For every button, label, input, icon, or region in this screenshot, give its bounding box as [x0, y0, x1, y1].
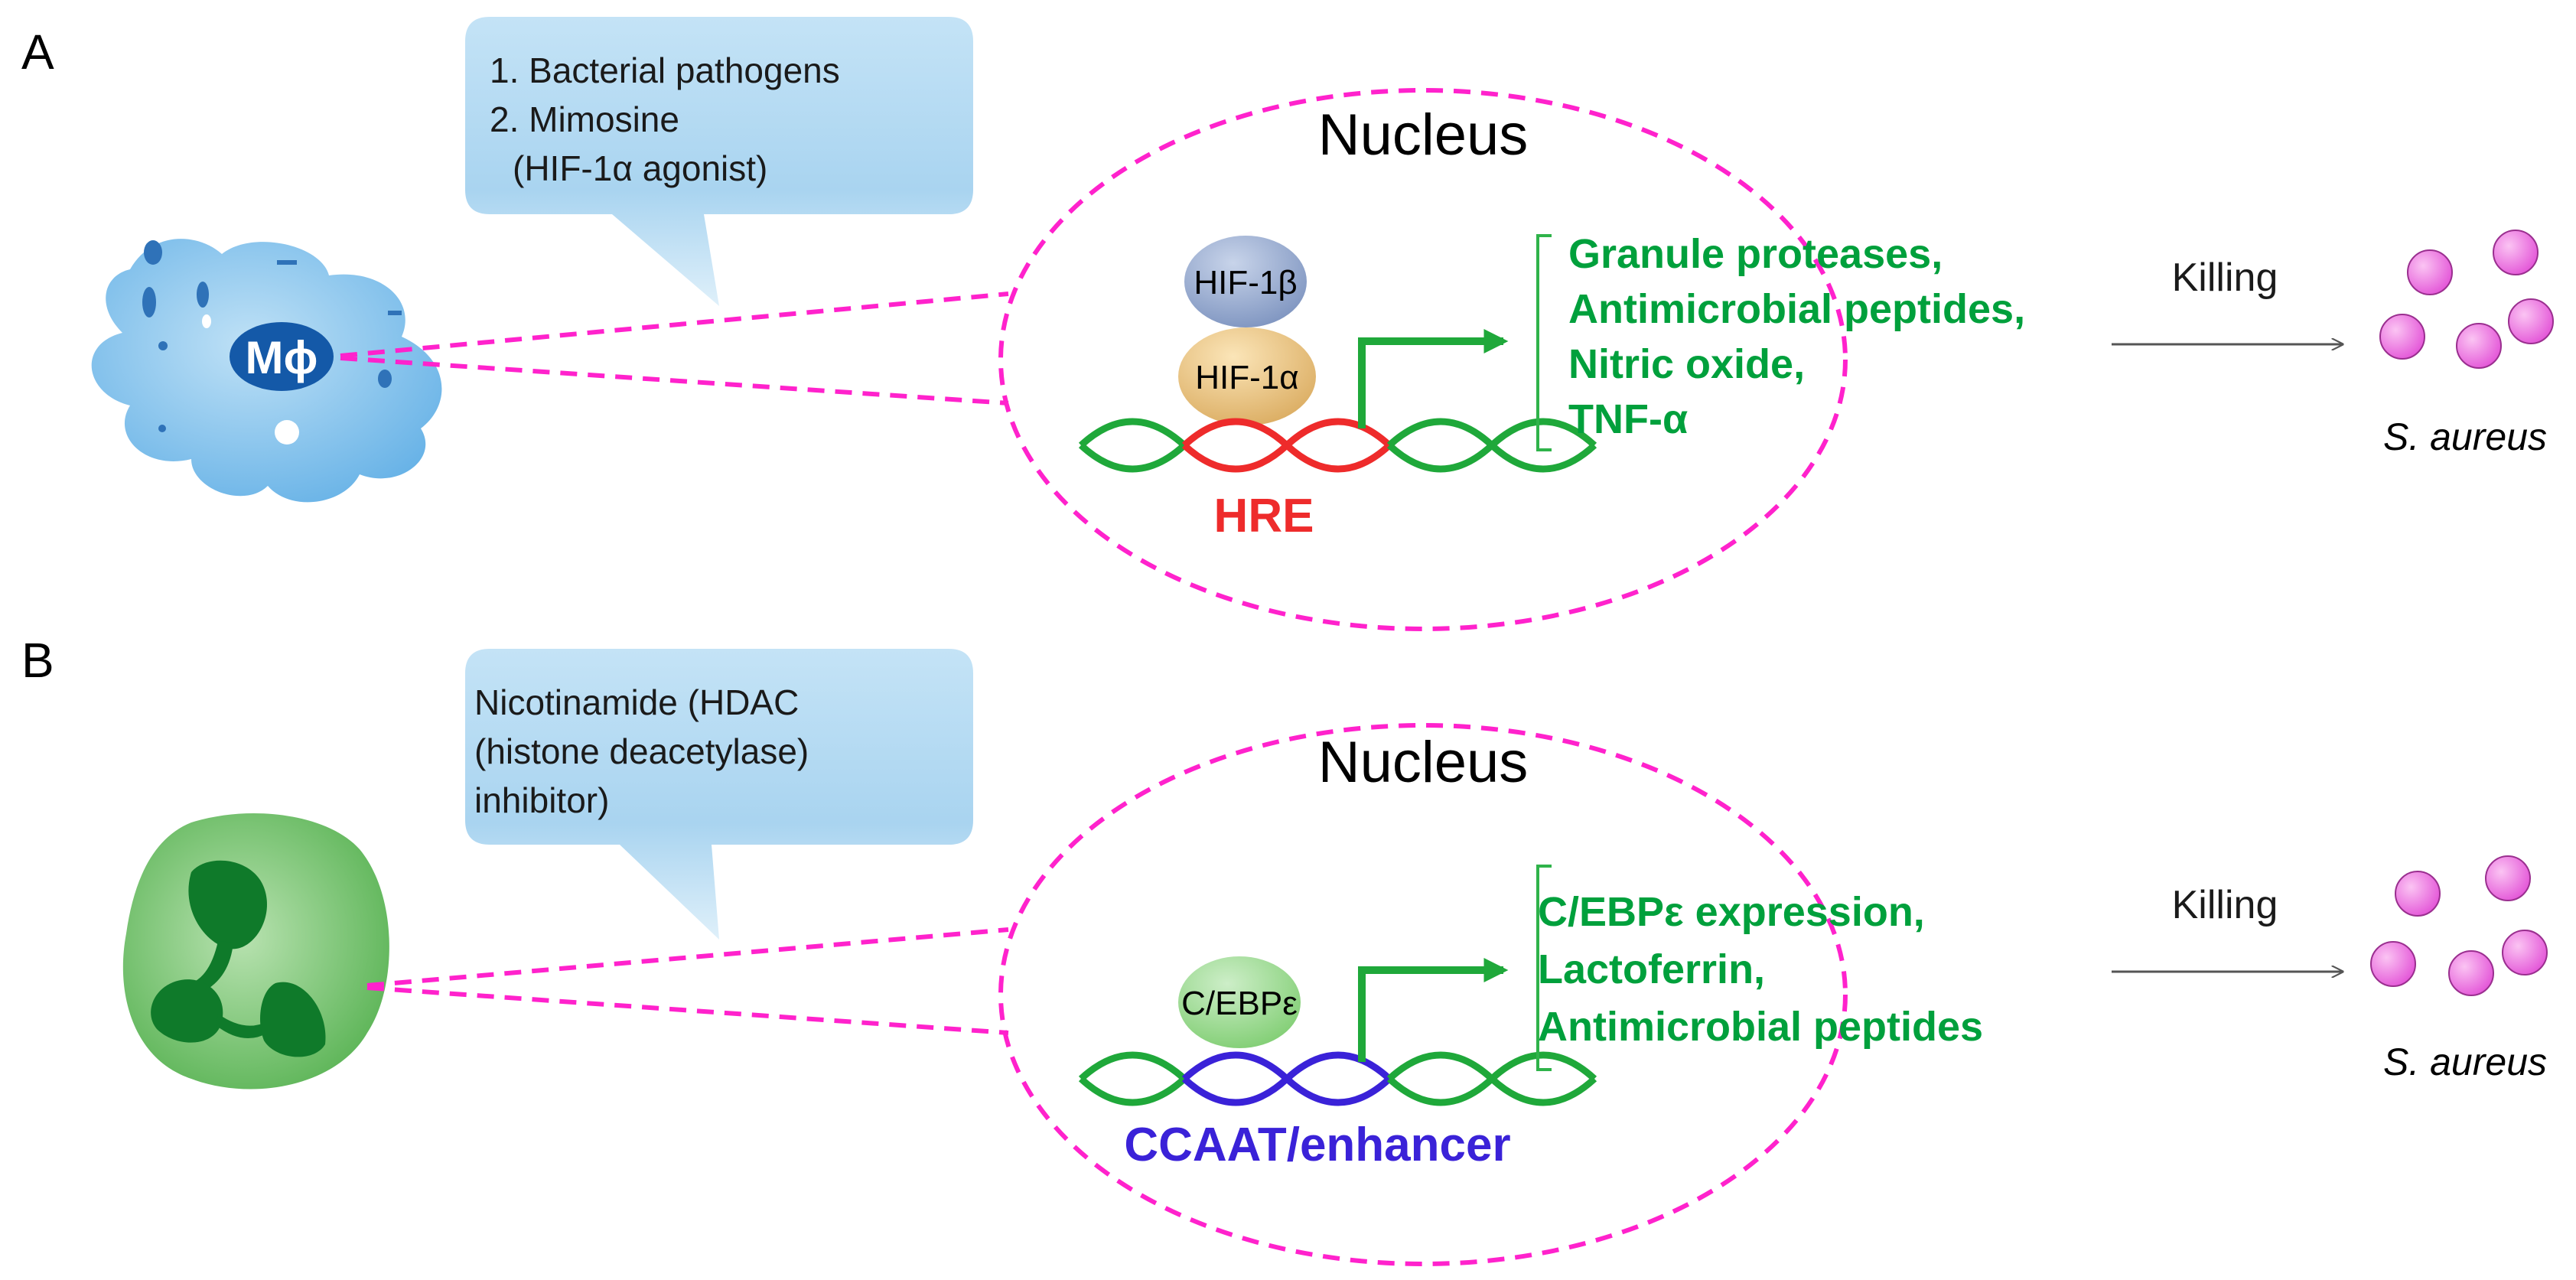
- macrophage-nucleus: [230, 322, 334, 391]
- hre-site-label: HRE: [1214, 490, 1314, 542]
- target-a-4: TNF-α: [1568, 396, 1688, 442]
- nucleus-title-a: Nucleus: [1318, 103, 1529, 168]
- bacteria-name-a: S. aureus: [2383, 415, 2547, 458]
- killing-label-b: Killing: [2172, 883, 2278, 927]
- dna-helix-b: [1078, 1051, 1597, 1106]
- panel-b-label: B: [21, 633, 54, 688]
- hif-1beta-label: HIF-1β: [1194, 264, 1297, 301]
- nucleus-outline-b: [998, 723, 1848, 1266]
- target-a-2: Antimicrobial peptides,: [1568, 286, 2025, 332]
- nucleus-title-b: Nucleus: [1318, 730, 1529, 795]
- transcription-arrow-b: [1358, 957, 1509, 1062]
- transcription-arrow-a: [1358, 328, 1509, 428]
- hif-1alpha-protein: [1178, 327, 1316, 425]
- connector-lines-b: [366, 927, 1009, 1035]
- bubble-b-line-3: inhibitor): [474, 780, 609, 820]
- panel-a-label: A: [21, 24, 54, 80]
- target-a-3: Nitric oxide,: [1568, 341, 1805, 387]
- bubble-b-line-1: Nicotinamide (HDAC: [474, 682, 799, 722]
- nucleus-outline-a: [998, 88, 1848, 631]
- panel-b: B Nicotinamide (HDAC (histone deacetylas…: [21, 633, 2548, 1266]
- cebp-epsilon-protein: [1178, 956, 1301, 1048]
- target-bracket-a: [1536, 234, 1552, 451]
- stimulus-bubble-a: 1. Bacterial pathogens 2. Mimosine (HIF-…: [465, 17, 973, 306]
- macrophage-cell: Mϕ: [91, 239, 442, 503]
- hif-1alpha-label: HIF-1α: [1195, 359, 1298, 396]
- target-b-3: Antimicrobial peptides: [1538, 1004, 1983, 1050]
- multilobed-nucleus: [151, 860, 326, 1057]
- connector-lines-a: [340, 292, 1009, 405]
- bubble-b-line-2: (histone deacetylase): [474, 731, 809, 771]
- panel-a: A 1. Bacterial pathogens 2. Mimosine (HI…: [21, 17, 2554, 631]
- bubble-a-line-3: (HIF-1α agonist): [513, 148, 767, 188]
- bacteria-cluster-b: [2370, 855, 2548, 996]
- target-a-1: Granule proteases,: [1568, 231, 1943, 277]
- target-b-1: C/EBPε expression,: [1538, 889, 1925, 935]
- target-bracket-b: [1536, 865, 1552, 1071]
- macrophage-label: Mϕ: [246, 332, 318, 383]
- bubble-a-line-2: 2. Mimosine: [490, 99, 679, 139]
- bubble-a-line-1: 1. Bacterial pathogens: [490, 50, 840, 90]
- target-b-2: Lactoferrin,: [1538, 946, 1765, 992]
- ccaat-enhancer-label: CCAAT/enhancer: [1124, 1119, 1510, 1171]
- killing-label-a: Killing: [2172, 256, 2278, 300]
- cebp-epsilon-label: C/EBPε: [1181, 985, 1298, 1022]
- neutrophil-cell: [122, 813, 389, 1089]
- hif-1beta-protein: [1184, 236, 1307, 327]
- dna-helix-a: [1078, 418, 1597, 473]
- bacteria-name-b: S. aureus: [2383, 1041, 2547, 1083]
- stimulus-bubble-b: Nicotinamide (HDAC (histone deacetylase)…: [465, 649, 973, 940]
- bacteria-cluster-a: [2379, 230, 2554, 369]
